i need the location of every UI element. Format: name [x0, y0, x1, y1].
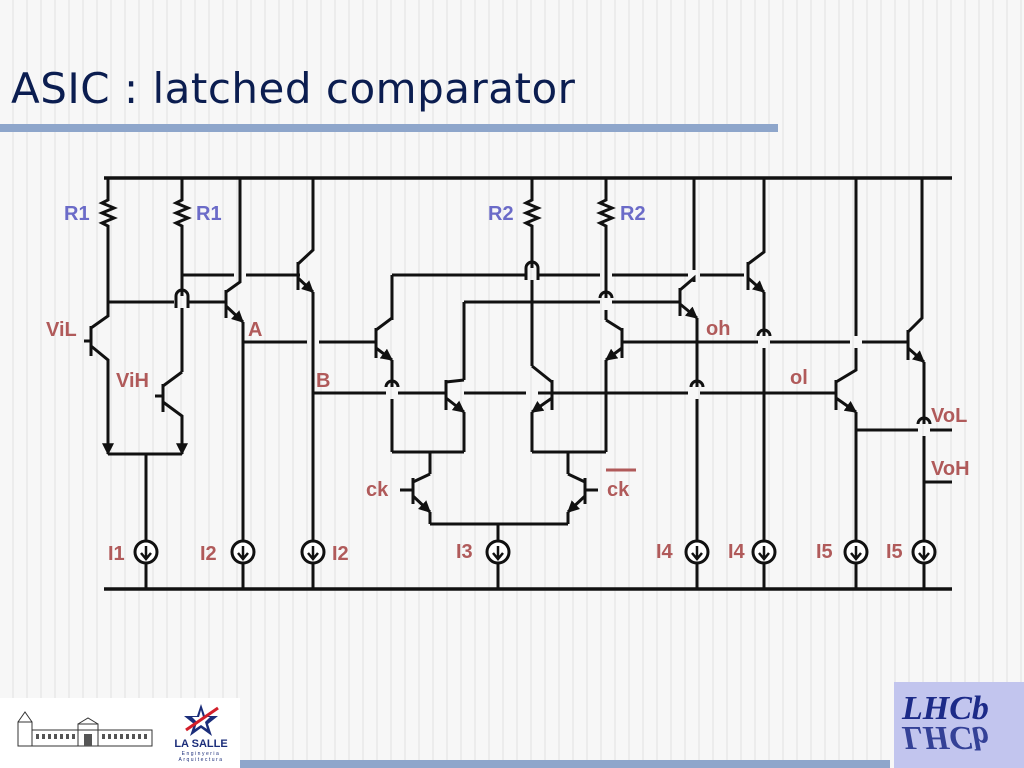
building-logo-icon: [17, 711, 153, 747]
label-oh: oh: [706, 318, 730, 340]
transistor-oh-out: [906, 178, 932, 540]
label-i3: I3: [456, 541, 473, 563]
title-underline: [0, 124, 778, 132]
label-i5-left: I5: [816, 541, 833, 563]
label-vil: ViL: [46, 319, 77, 341]
label-i4-left: I4: [656, 541, 674, 563]
label-vol: VoL: [931, 405, 967, 427]
transistor-clock-left: [400, 472, 432, 524]
label-ck-bar: ck: [607, 479, 630, 501]
lasalle-logo: LA SALLE Enginyeria Arquitectura: [166, 700, 236, 763]
lasalle-name: LA SALLE: [174, 738, 228, 750]
label-node-a: A: [248, 319, 262, 341]
resistor-r2-right: [596, 178, 616, 298]
transistor-latch-left-b: [444, 378, 466, 452]
label-node-b: B: [316, 370, 330, 392]
transistor-clock-right: [566, 472, 598, 524]
transistor-oh-b: [746, 178, 772, 540]
label-i5-right: I5: [886, 541, 903, 563]
lasalle-subtitle-1: Enginyeria: [181, 751, 221, 757]
transistor-vih: [161, 370, 188, 456]
lhcb-logo-text: LHCb: [902, 690, 989, 727]
slide-title: ASIC : latched comparator: [11, 64, 576, 113]
input-terminals: [84, 339, 163, 398]
footer-rule: [240, 760, 890, 768]
transistor-latch-right-b: [604, 318, 624, 452]
label-ol: ol: [790, 367, 808, 389]
transistor-oh-a: [678, 178, 705, 540]
transistor-follower-a: [222, 178, 245, 540]
label-r2-right: R2: [620, 203, 646, 225]
label-ck: ck: [366, 479, 389, 501]
lhcb-logo: LHCb LHCb: [894, 682, 1024, 768]
resistor-r1-left: [98, 178, 118, 302]
transistor-latch-left-a: [374, 316, 400, 452]
star-icon: [184, 704, 219, 736]
transistor-vil: [89, 302, 114, 456]
label-r1-right: R1: [196, 203, 222, 225]
label-r2-left: R2: [488, 203, 514, 225]
lasalle-subtitle-2: Arquitectura: [178, 757, 224, 763]
transistor-ol: [834, 178, 858, 540]
resistor-r1-right: [172, 178, 192, 275]
label-i4-right: I4: [728, 541, 746, 563]
transistor-latch-right-a: [530, 364, 554, 452]
label-r1-left: R1: [64, 203, 90, 225]
lhcb-logo-reflection: LHCb: [902, 719, 989, 756]
label-i2-right: I2: [332, 543, 349, 565]
label-i2-left: I2: [200, 543, 217, 565]
label-voh: VoH: [931, 458, 970, 480]
transistor-follower-b: [296, 178, 315, 540]
label-vih: ViH: [116, 370, 149, 392]
label-i1: I1: [108, 543, 125, 565]
resistor-r2-left: [522, 178, 542, 268]
